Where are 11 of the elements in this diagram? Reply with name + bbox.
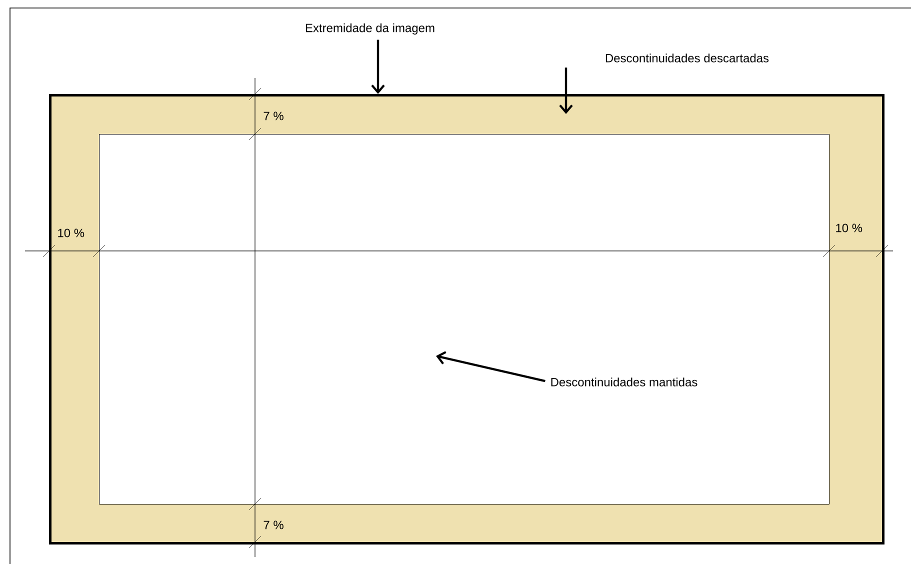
dimension-label: 7 % <box>264 112 284 120</box>
arrow <box>371 40 385 94</box>
kept-region <box>99 134 830 504</box>
callout-text: Descontinuidades mantidas <box>551 378 698 386</box>
callout-text: Descontinuidades descartadas <box>606 54 769 62</box>
dimension-label: 7 % <box>264 520 284 530</box>
arrow <box>436 351 546 382</box>
dimension-label: 10 % <box>836 224 862 232</box>
callout-text: Extremidade da imagem <box>306 23 434 35</box>
dimension-label: 10 % <box>58 228 84 238</box>
arrow <box>559 68 573 114</box>
